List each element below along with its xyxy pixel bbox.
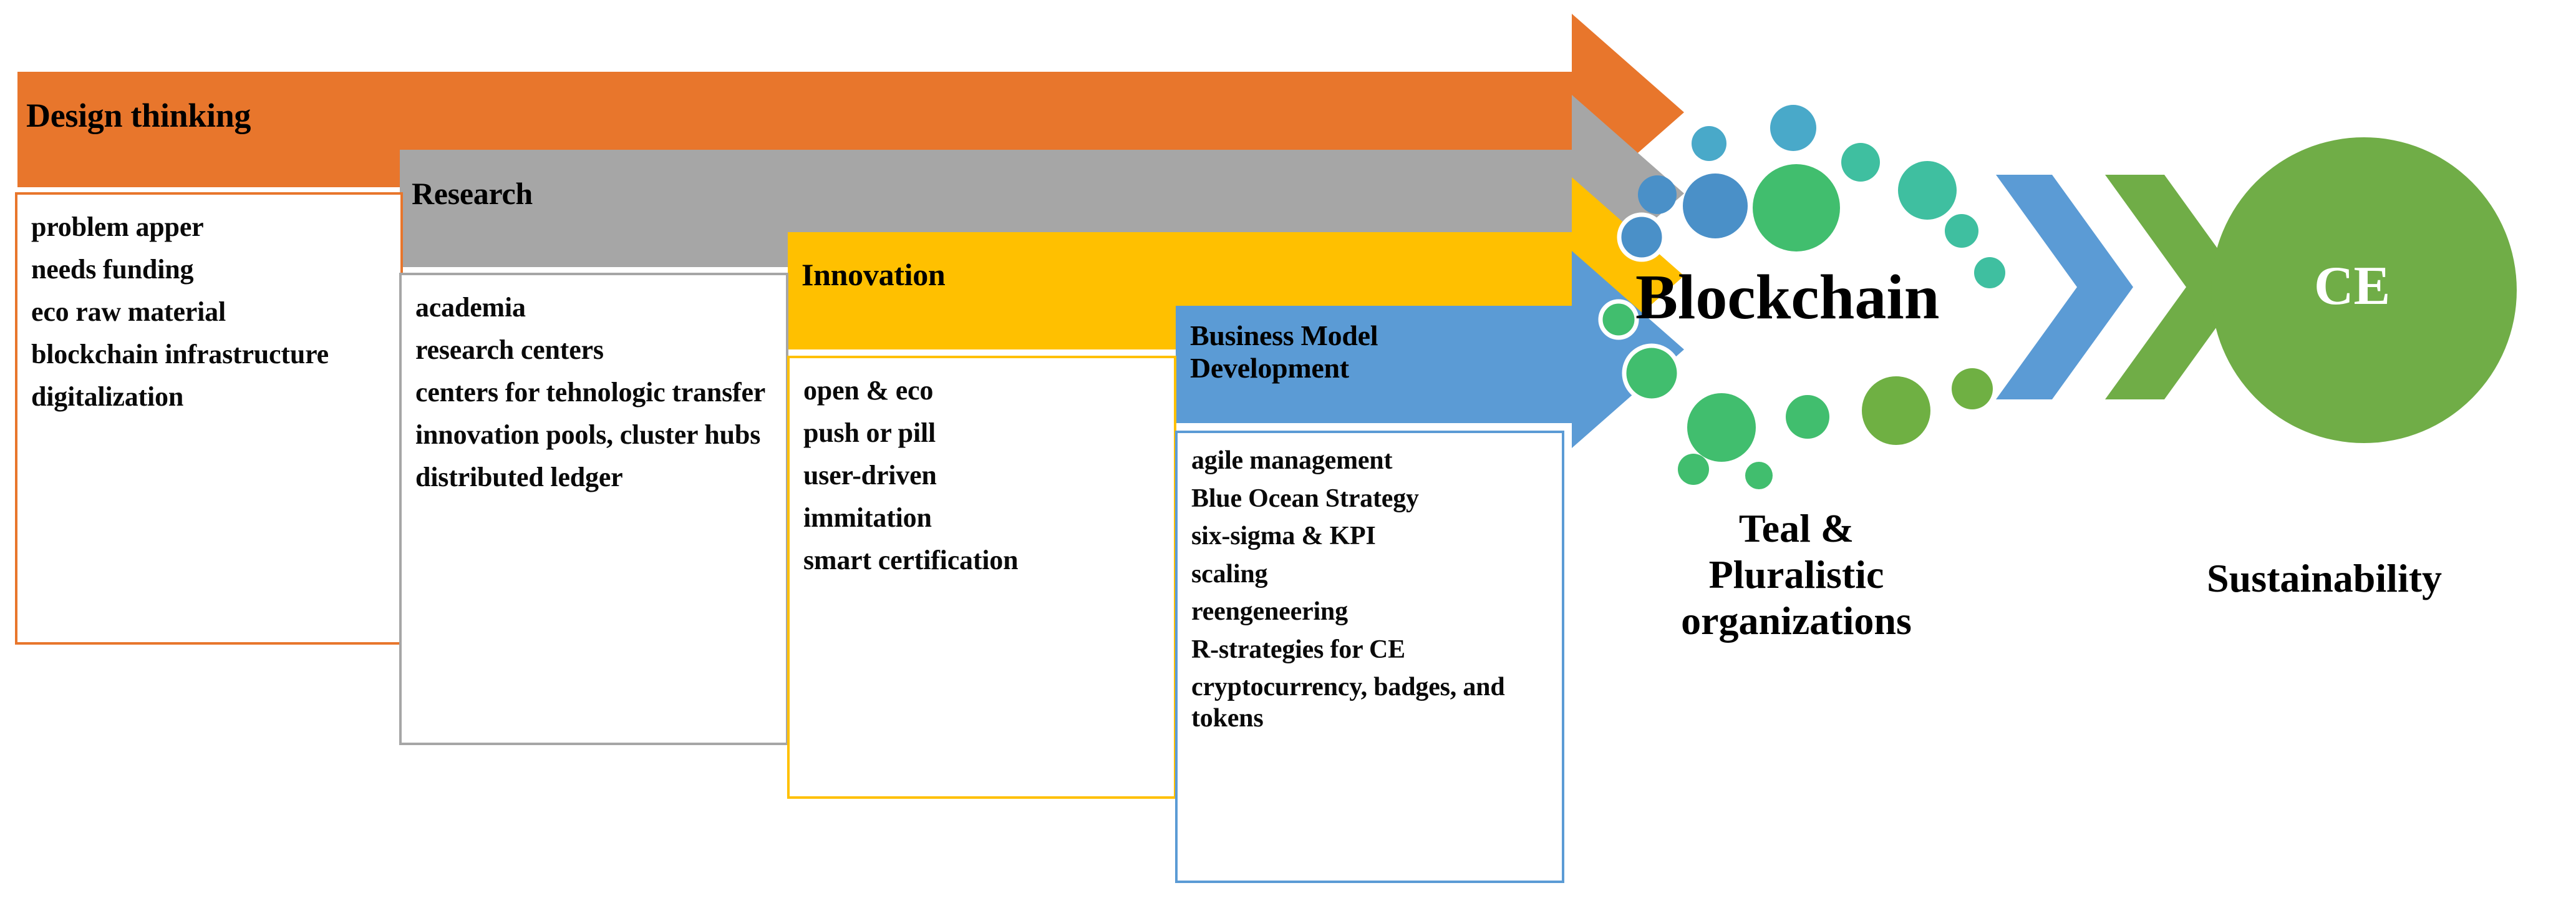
stage-label-design-thinking: Design thinking bbox=[26, 97, 251, 134]
stage-label-innovation: Innovation bbox=[801, 257, 946, 292]
list-item: smart certification bbox=[803, 544, 1019, 575]
center-title-blockchain: Blockchain bbox=[1635, 262, 1940, 333]
list-item: cryptocurrency, badges, and tokens bbox=[1191, 673, 1505, 733]
list-item: research centers bbox=[415, 334, 604, 365]
ce-label: CE bbox=[2314, 256, 2391, 316]
list-item: needs funding bbox=[31, 253, 194, 285]
dot-cluster-lower bbox=[1598, 299, 1993, 489]
arrow-business-model bbox=[1176, 251, 1684, 448]
list-item: immitation bbox=[803, 502, 932, 533]
list-item: six-sigma & KPI bbox=[1191, 522, 1376, 551]
list-item: problem apper bbox=[31, 212, 204, 242]
list-item: reengeneering bbox=[1191, 597, 1348, 627]
sustainability-caption: Sustainability bbox=[2207, 556, 2443, 600]
stage-label-business-model: Business Model Development bbox=[1190, 320, 1378, 384]
list-item: R-strategies for CE bbox=[1191, 635, 1405, 664]
detail-box-research: academia research centers centers for te… bbox=[399, 273, 788, 745]
detail-list-business-model: agile management Blue Ocean Strategy six… bbox=[1178, 433, 1562, 734]
detail-box-innovation: open & eco push or pill user-driven immi… bbox=[787, 356, 1176, 799]
list-item: academia bbox=[415, 292, 526, 323]
detail-list-research: academia research centers centers for te… bbox=[402, 275, 786, 494]
ce-circle bbox=[2211, 137, 2517, 443]
detail-box-design-thinking: problem apper needs funding eco raw mate… bbox=[15, 192, 403, 645]
list-item: user-driven bbox=[803, 459, 937, 491]
list-item: Blue Ocean Strategy bbox=[1191, 484, 1419, 513]
list-item: centers for tehnologic transfer bbox=[415, 376, 766, 408]
list-item: digitalization bbox=[31, 381, 184, 412]
list-item: eco raw material bbox=[31, 296, 226, 327]
detail-list-design-thinking: problem apper needs funding eco raw mate… bbox=[17, 195, 400, 413]
detail-box-business-model: agile management Blue Ocean Strategy six… bbox=[1175, 431, 1564, 883]
list-item: scaling bbox=[1191, 559, 1268, 588]
list-item: open & eco bbox=[803, 375, 934, 406]
list-item: blockchain infrastructure bbox=[31, 338, 329, 369]
stage-label-research: Research bbox=[412, 176, 533, 211]
list-item: distributed ledger bbox=[415, 461, 623, 492]
detail-list-innovation: open & eco push or pill user-driven immi… bbox=[790, 358, 1174, 577]
list-item: push or pill bbox=[803, 417, 936, 448]
chevron-blue bbox=[1996, 175, 2133, 399]
list-item: agile management bbox=[1191, 446, 1393, 475]
center-caption-teal-pluralistic: Teal & Pluralistic organizations bbox=[1681, 506, 1912, 643]
list-item: innovation pools, cluster hubs bbox=[415, 419, 761, 450]
dot-cluster-upper bbox=[1617, 105, 2005, 288]
